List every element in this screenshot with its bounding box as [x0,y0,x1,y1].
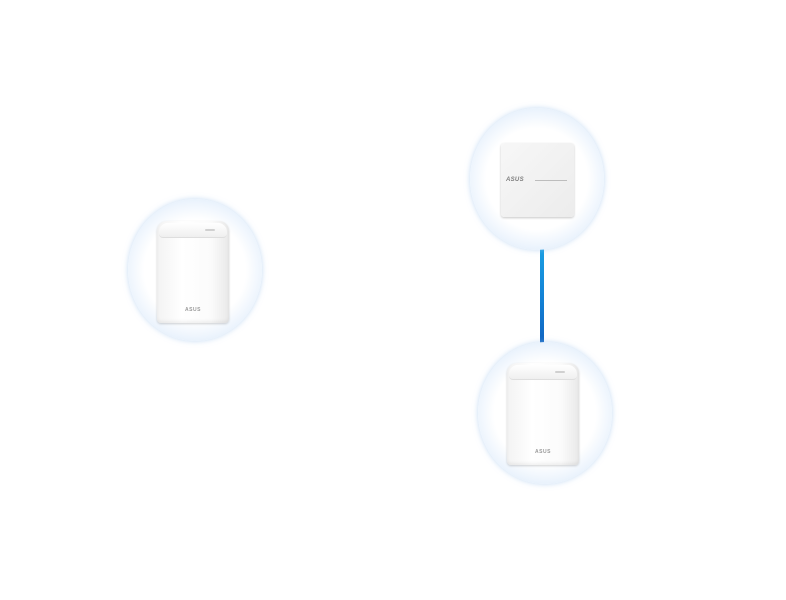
router-icon-left: ASUS [157,221,229,323]
router-led [205,229,215,231]
router-logo: ASUS [185,307,201,313]
wired-connection-line [540,216,544,362]
router-icon-bottom: ASUS [507,363,579,465]
wall-router-icon: ASUS [501,143,574,217]
router-led [555,371,565,373]
wall-router-logo: ASUS [506,177,524,183]
router-cap [159,223,227,238]
router-cap [509,365,577,380]
wall-router-slot [535,180,567,181]
router-logo: ASUS [535,449,551,455]
